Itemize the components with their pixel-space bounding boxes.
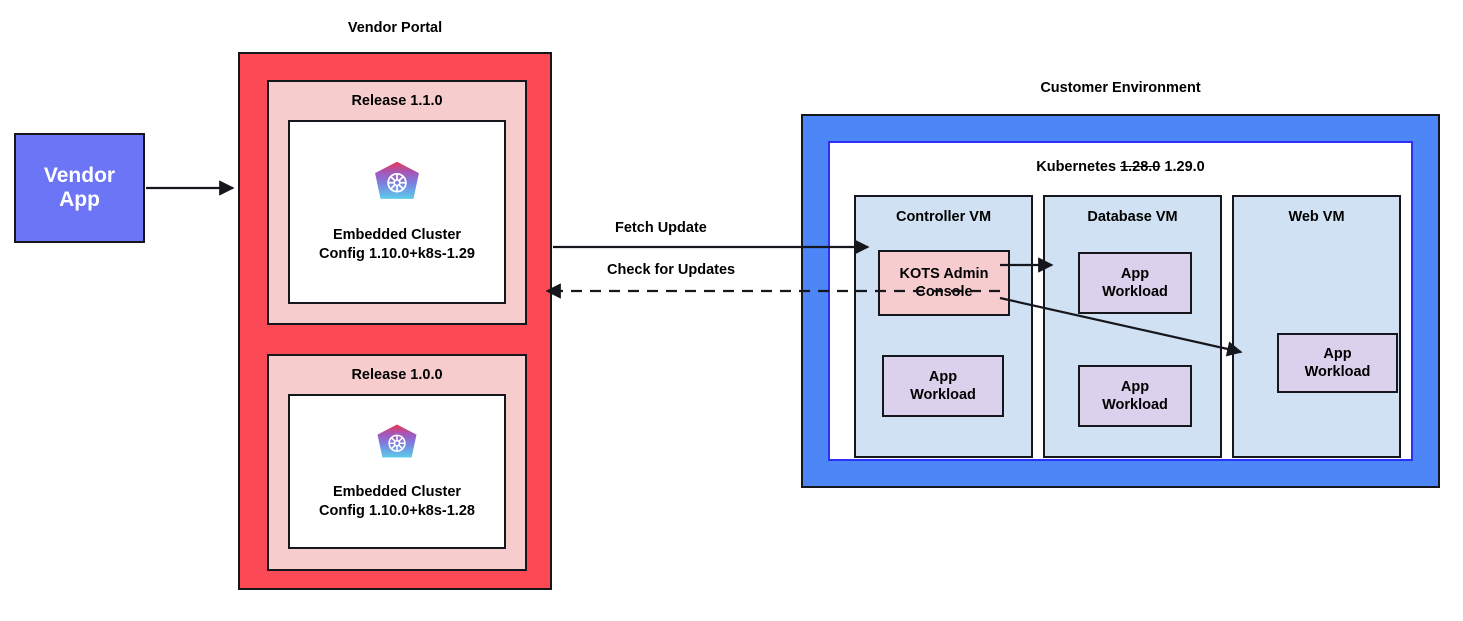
app-workload-node[interactable]: App Workload	[1277, 333, 1398, 393]
vendor-app-node[interactable]: Vendor App	[14, 133, 145, 243]
app-workload-line2: Workload	[910, 387, 976, 403]
kots-admin-console-label: KOTS Admin Console	[900, 265, 989, 301]
release-config-line2: Config 1.10.0+k8s-1.28	[319, 502, 475, 519]
vm-box-controller[interactable]: Controller VM KOTS Admin Console App Wor…	[854, 195, 1033, 458]
release-box-1-0-0[interactable]: Release 1.0.0	[267, 354, 527, 571]
vm-box-web[interactable]: Web VM App Workload	[1232, 195, 1401, 458]
app-workload-line1: App	[1323, 345, 1352, 362]
vm-box-database[interactable]: Database VM App Workload App Workload	[1043, 195, 1222, 458]
release-inner-card: Embedded Cluster Config 1.10.0+k8s-1.28	[288, 394, 506, 549]
app-workload-line2: Workload	[1102, 284, 1168, 300]
kots-line2: Console	[915, 284, 973, 300]
kubernetes-version-label: Kubernetes 1.28.0 1.29.0	[830, 159, 1411, 175]
app-workload-label: App Workload	[910, 368, 976, 404]
vm-label: Database VM	[1087, 209, 1178, 225]
edge-kots-to-web-workload	[999, 296, 1243, 357]
kubernetes-panel: Kubernetes 1.28.0 1.29.0 Controller VM K…	[828, 141, 1413, 461]
edge-label-check-for-updates: Check for Updates	[607, 262, 736, 278]
app-workload-node[interactable]: App Workload	[1078, 252, 1192, 314]
app-workload-label: App Workload	[1102, 378, 1168, 414]
vm-label: Web VM	[1288, 209, 1345, 225]
app-workload-label: App Workload	[1305, 345, 1371, 381]
app-workload-node[interactable]: App Workload	[882, 355, 1004, 417]
release-label: Release 1.0.0	[351, 367, 443, 383]
app-workload-line2: Workload	[1102, 397, 1168, 413]
release-config-line2: Config 1.10.0+k8s-1.29	[319, 246, 475, 262]
customer-environment-title: Customer Environment	[1040, 80, 1201, 96]
kubernetes-version-prefix: Kubernetes	[1036, 159, 1117, 175]
vendor-app-label-line1: Vendor	[43, 163, 116, 187]
kots-line1: KOTS Admin	[899, 265, 989, 282]
release-config-text: Embedded Cluster Config 1.10.0+k8s-1.28	[319, 483, 475, 521]
kots-admin-console-node[interactable]: KOTS Admin Console	[878, 250, 1010, 316]
app-workload-node[interactable]: App Workload	[1078, 365, 1192, 427]
customer-environment-container: Kubernetes 1.28.0 1.29.0 Controller VM K…	[801, 114, 1440, 488]
app-workload-line2: Workload	[1304, 364, 1371, 380]
kubernetes-old-version: 1.28.0	[1120, 159, 1161, 175]
release-inner-card: Embedded Cluster Config 1.10.0+k8s-1.29	[288, 120, 506, 304]
release-config-line1: Embedded Cluster	[332, 227, 462, 244]
edge-label-fetch-update: Fetch Update	[615, 220, 707, 236]
vendor-portal-container: Release 1.1.0	[238, 52, 552, 590]
vendor-app-label: Vendor App	[44, 164, 115, 212]
release-config-line1: Embedded Cluster	[332, 483, 462, 500]
kubernetes-icon	[377, 424, 417, 458]
app-workload-line1: App	[928, 368, 958, 385]
vendor-portal-title: Vendor Portal	[347, 20, 443, 36]
kubernetes-new-version: 1.29.0	[1164, 159, 1205, 175]
kubernetes-icon	[375, 161, 419, 199]
app-workload-line1: App	[1120, 378, 1150, 395]
app-workload-line1: App	[1120, 265, 1150, 282]
release-box-1-1-0[interactable]: Release 1.1.0	[267, 80, 527, 325]
release-label: Release 1.1.0	[351, 93, 443, 109]
release-config-text: Embedded Cluster Config 1.10.0+k8s-1.29	[319, 226, 475, 264]
vm-label: Controller VM	[895, 209, 992, 225]
app-workload-label: App Workload	[1102, 265, 1168, 301]
vendor-app-label-line2: App	[59, 188, 100, 211]
